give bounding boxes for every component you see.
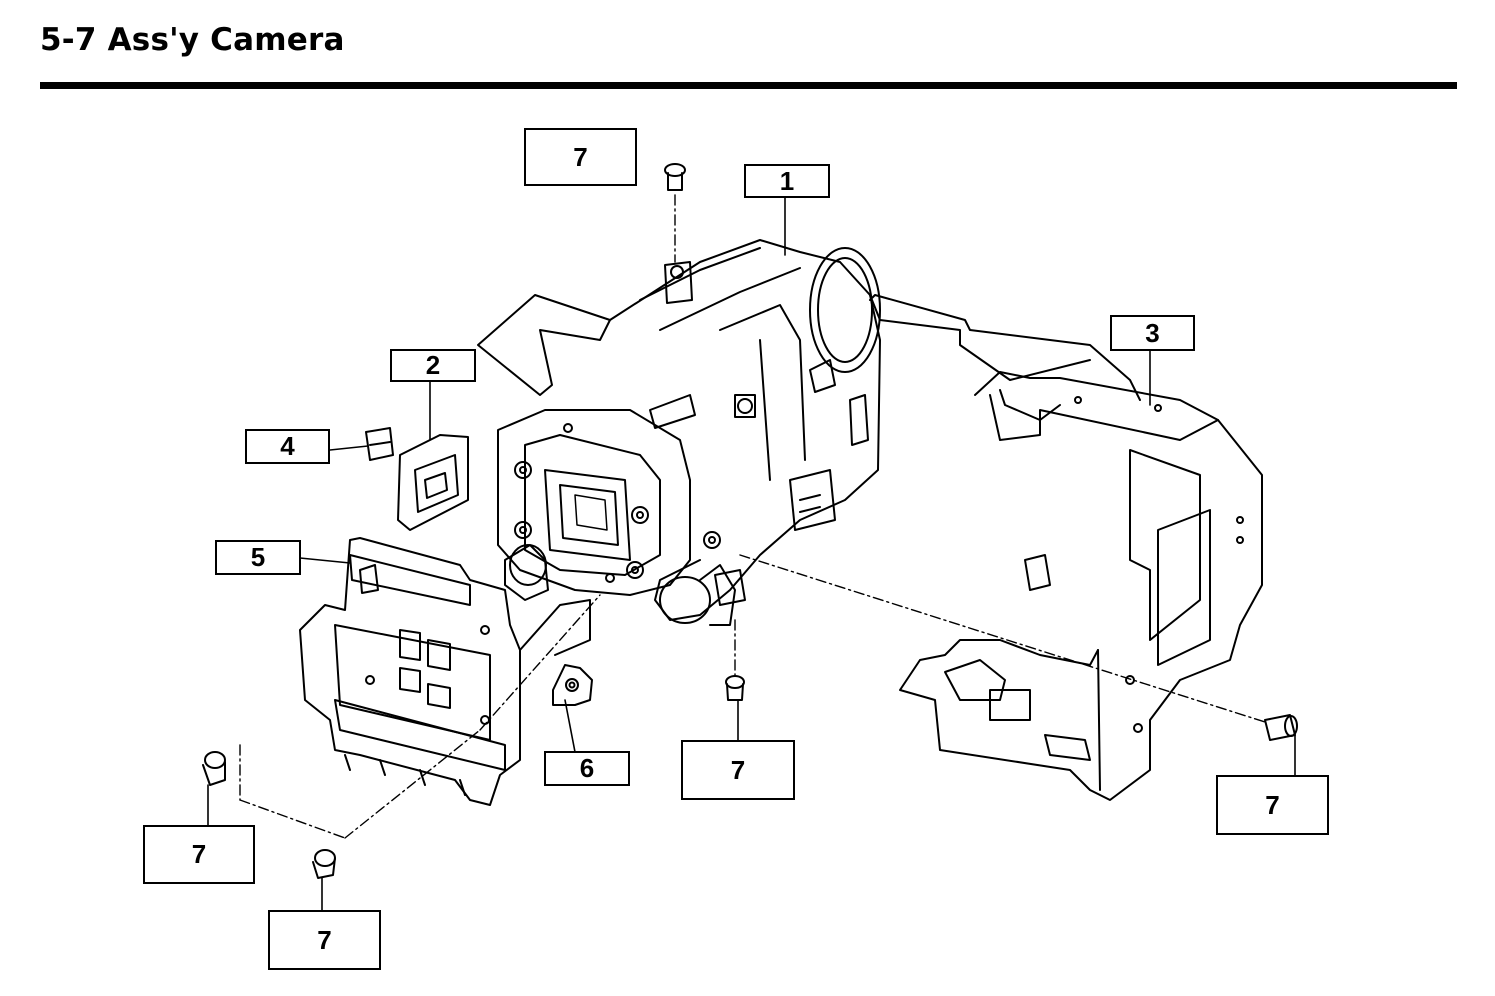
sensor-bracket-part — [299, 537, 591, 806]
assembly-axis-lines — [239, 194, 1266, 839]
callout-part-4: 4 — [245, 429, 330, 464]
page-title: 5-7 Ass'y Camera — [40, 22, 345, 58]
small-bracket-part — [552, 664, 593, 706]
screw-part — [202, 163, 1298, 879]
filter-plate-part — [397, 434, 469, 531]
lens-assembly-part — [477, 239, 881, 626]
callout-part-7-middle: 7 — [681, 740, 795, 800]
pad-part — [365, 427, 394, 461]
callout-part-7-bottom: 7 — [268, 910, 381, 970]
callout-part-2: 2 — [390, 349, 476, 382]
main-frame-part — [869, 294, 1263, 801]
callout-part-5: 5 — [215, 540, 301, 575]
callout-part-6: 6 — [544, 751, 630, 786]
callout-part-1: 1 — [744, 164, 830, 198]
callout-part-7-right: 7 — [1216, 775, 1329, 835]
leader-lines — [207, 195, 1296, 911]
callout-part-7-top: 7 — [524, 128, 637, 186]
title-rule — [40, 82, 1457, 89]
callout-part-3: 3 — [1110, 315, 1195, 351]
callout-part-7-bottom-left: 7 — [143, 825, 255, 884]
